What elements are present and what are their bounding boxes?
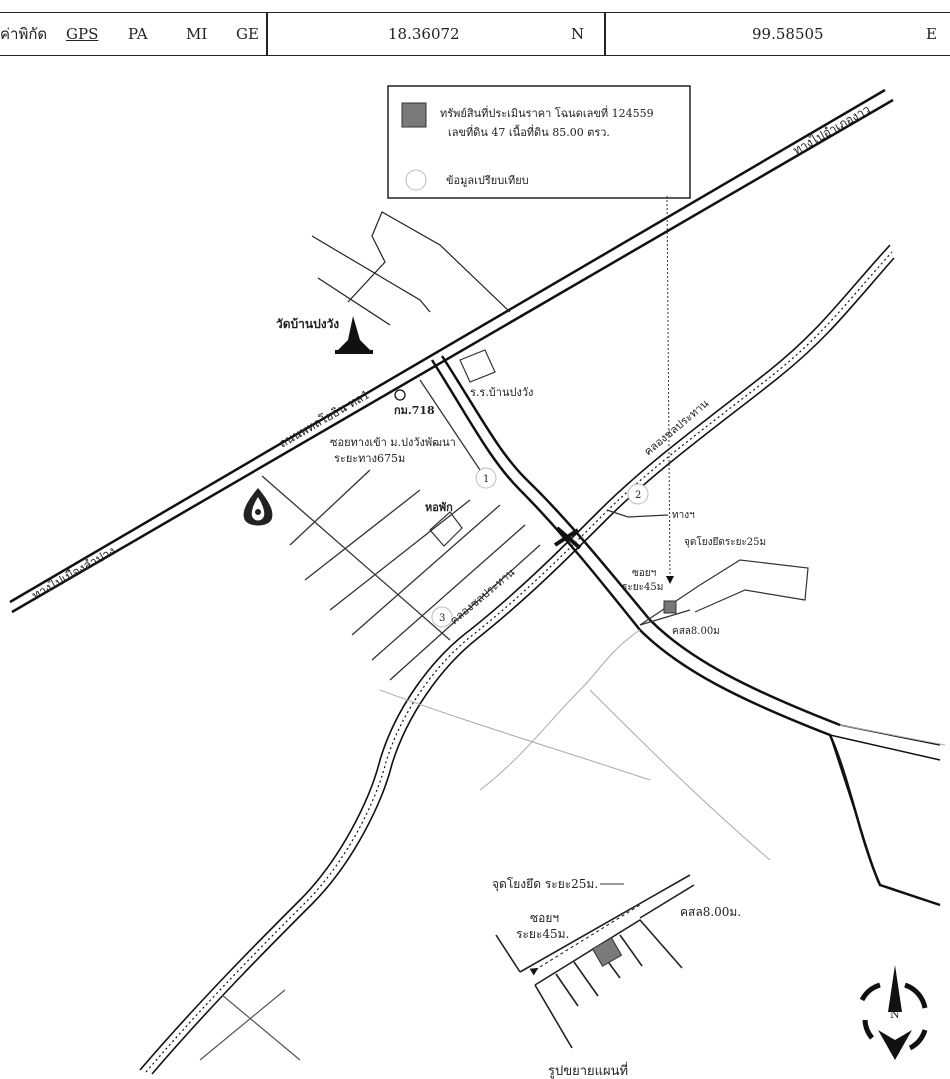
coord-system-gps: GPS [66,13,98,55]
bottom-left-roads [199,989,301,1061]
gas-station-icon [243,488,273,526]
compare-marker [405,169,427,191]
inset-map: จุดโยงยึด ระยะ25ม. คสล8.00ม. ซอยฯ ระยะ45… [492,874,741,1079]
inset-caption: รูปขยายแผนที่ [548,1062,628,1079]
coord-label: ค่าพิกัด [0,13,47,55]
legend-box: ทรัพย์สินที่ประเมินราคา โฉนดเลขที่ 12455… [387,85,691,199]
label-canal-lower: คลองชลประทาน [448,566,518,628]
path-branch [606,509,669,518]
label-to-lampang: ทางไปเมืองลำปาง [30,544,118,603]
inset-soi-2: ระยะ45ม. [516,927,569,941]
divider [604,13,606,55]
highway-road [9,88,894,614]
label-road-width: คสล8.00ม [672,626,720,637]
lon-text: 99.58505 [752,25,824,43]
num-marker-3: 3 [431,606,453,628]
label-soi-entry-2: ระยะทาง675ม [334,452,405,465]
divider [266,13,268,55]
stupa-icon [335,316,373,354]
system-pa: PA [128,25,148,43]
num-3-label: 3 [439,613,445,624]
minor-roads [379,629,946,861]
bridge-marker [553,526,582,550]
lon-dir-text: E [926,25,937,43]
longitude-value: 99.58505 [752,13,824,55]
inset-start-point: จุดโยงยึด ระยะ25ม. [492,877,598,892]
coordinate-bar: ค่าพิกัด GPS PA MI GE 18.36072 N 99.5850… [0,12,950,56]
longitude-dir: E [926,13,937,55]
label-start-point: จุดโยงยึดระยะ25ม [684,535,766,548]
km-marker-icon [394,389,406,401]
coord-system-ge: GE [236,13,259,55]
local-road [430,355,941,907]
label-soi-1: ซอยฯ [632,568,656,579]
north-arrow-icon: N [859,965,928,1060]
num-marker-2: 2 [627,483,649,505]
label-soi-entry-1: ซอยทางเข้า ม.ปงวังพัฒนา [330,436,456,449]
legend-compare: ข้อมูลเปรียบเทียบ [446,174,529,187]
latitude-dir: N [571,13,584,55]
coord-system-mi: MI [186,13,207,55]
label-canal-upper: คลองชลประทาน [642,397,712,459]
coord-label-text: ค่าพิกัด [0,25,48,43]
compass-n-label: N [890,1008,900,1021]
school-building [459,349,496,383]
temple-roads [311,211,511,326]
label-temple: วัดบ้านปงวัง [276,317,339,331]
label-school: ร.ร.บ้านปงวัง [470,386,533,399]
legend-subject-line2: เลขที่ดิน 47 เนื้อที่ดิน 85.00 ตรว. [448,124,610,139]
inset-road-width: คสล8.00ม. [680,905,741,919]
legend-pointer [665,195,674,584]
road-branch [829,724,941,883]
num-2-label: 2 [635,490,641,501]
subject-plot [663,600,677,614]
label-path: ทางฯ [672,510,695,521]
label-to-ngao: ทางไปอำเภองาว [791,102,873,157]
lat-text: 18.36072 [388,25,460,43]
system-gps: GPS [66,25,99,43]
num-1-label: 1 [483,474,489,485]
subject-soi [639,559,809,626]
latitude-value: 18.36072 [388,13,460,55]
label-dorm: หอพัก [425,501,453,514]
irrigation-canal [139,244,895,1075]
label-soi-2: ระยะ45ม [622,582,663,593]
legend-subject-line1: ทรัพย์สินที่ประเมินราคา โฉนดเลขที่ 12455… [440,105,654,120]
coord-system-pa: PA [128,13,148,55]
num-marker-1: 1 [475,467,497,489]
inset-subject-plot [591,937,623,967]
system-ge: GE [236,25,259,43]
system-mi: MI [186,25,208,43]
label-km: กม.718 [394,404,435,417]
dorm-icon [429,511,463,547]
subject-property-swatch [401,102,427,128]
inset-soi-1: ซอยฯ [530,911,559,925]
lat-dir-text: N [571,25,585,43]
soi-grid [261,379,541,681]
